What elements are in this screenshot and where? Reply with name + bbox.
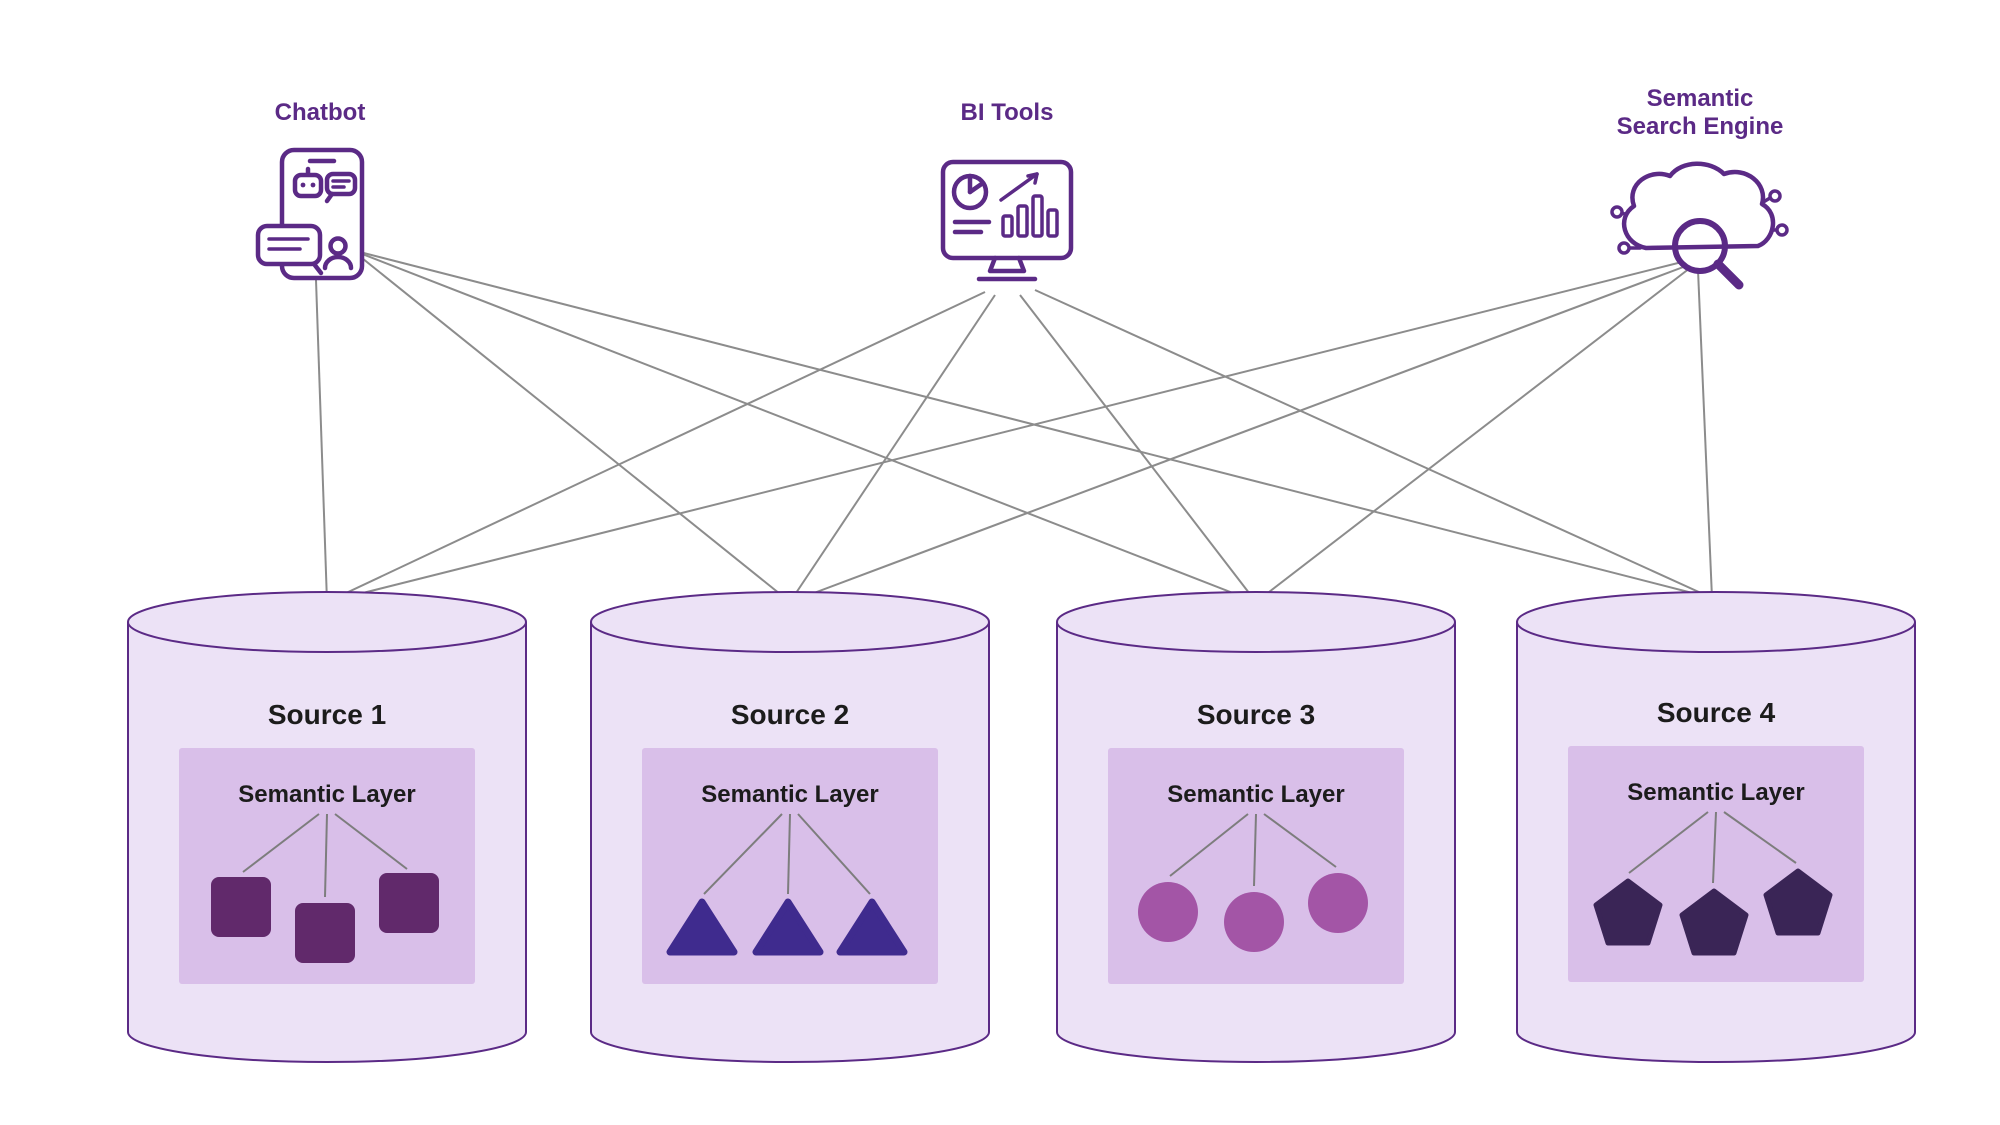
source-4-name: Source 4: [1657, 697, 1776, 728]
connection-line: [326, 291, 986, 603]
consumer-semantic-search: Semantic Search Engine: [1610, 85, 1789, 290]
triangle-shape: [752, 898, 824, 956]
source-4-shapes: [1593, 868, 1833, 956]
circle-shape: [1138, 882, 1198, 942]
pentagon-shape: [1679, 888, 1749, 956]
source-1-cylinder-top: [127, 591, 527, 653]
source-4-fan-lines: [1628, 811, 1797, 884]
source-1-fan-lines: [242, 813, 408, 898]
source-1-shapes: [211, 873, 439, 963]
connection-line: [1697, 269, 1713, 599]
square-shape: [379, 873, 439, 933]
semantic-search-icon: [1610, 161, 1789, 290]
connection-line: [789, 265, 1687, 603]
connection-line: [326, 261, 1683, 603]
source-1-layer-label: Semantic Layer: [238, 781, 415, 808]
semantic-search-label-line2: Search Engine: [1617, 113, 1784, 140]
pentagon-shape: [1593, 878, 1663, 946]
source-4: Source 4 Semantic Layer: [1516, 591, 1916, 1063]
source-1-name: Source 1: [268, 699, 386, 730]
source-2-fan-lines: [703, 813, 871, 895]
circle-shape: [1308, 873, 1368, 933]
source-3-name: Source 3: [1197, 699, 1315, 730]
connection-line: [351, 249, 1257, 603]
source-2-cylinder-top: [590, 591, 990, 653]
semantic-search-label-line1: Semantic: [1647, 85, 1754, 112]
connection-lines: [315, 249, 1713, 603]
triangle-shape: [666, 898, 738, 956]
triangle-shape: [836, 898, 908, 956]
chatbot-label: Chatbot: [275, 99, 366, 126]
connection-line: [351, 249, 791, 603]
source-4-cylinder-top: [1516, 591, 1916, 653]
source-4-layer-label: Semantic Layer: [1627, 779, 1804, 806]
connection-line: [315, 279, 328, 603]
source-3-fan-lines: [1169, 813, 1337, 887]
source-2-shapes: [666, 898, 908, 956]
source-2-name: Source 2: [731, 699, 849, 730]
source-3: Source 3 Semantic Layer: [1056, 591, 1456, 1063]
consumer-bi-tools: BI Tools: [940, 99, 1074, 282]
consumer-chatbot: Chatbot: [255, 99, 366, 281]
connection-line: [1255, 267, 1691, 603]
source-2: Source 2 Semantic Layer: [590, 591, 990, 1063]
bi-tools-icon: [940, 159, 1074, 282]
connection-line: [789, 294, 996, 603]
connection-line: [1034, 289, 1713, 599]
source-3-shapes: [1138, 873, 1368, 952]
square-shape: [211, 877, 271, 937]
connection-line: [1019, 294, 1257, 603]
circle-shape: [1224, 892, 1284, 952]
bi-tools-label: BI Tools: [961, 99, 1054, 126]
source-1: Source 1 Semantic Layer: [127, 591, 527, 1063]
connection-line: [351, 249, 1713, 599]
square-shape: [295, 903, 355, 963]
source-3-cylinder-top: [1056, 591, 1456, 653]
pentagon-shape: [1763, 868, 1833, 936]
chatbot-icon: [255, 147, 365, 281]
source-3-layer-label: Semantic Layer: [1167, 781, 1344, 808]
source-2-layer-label: Semantic Layer: [701, 781, 878, 808]
